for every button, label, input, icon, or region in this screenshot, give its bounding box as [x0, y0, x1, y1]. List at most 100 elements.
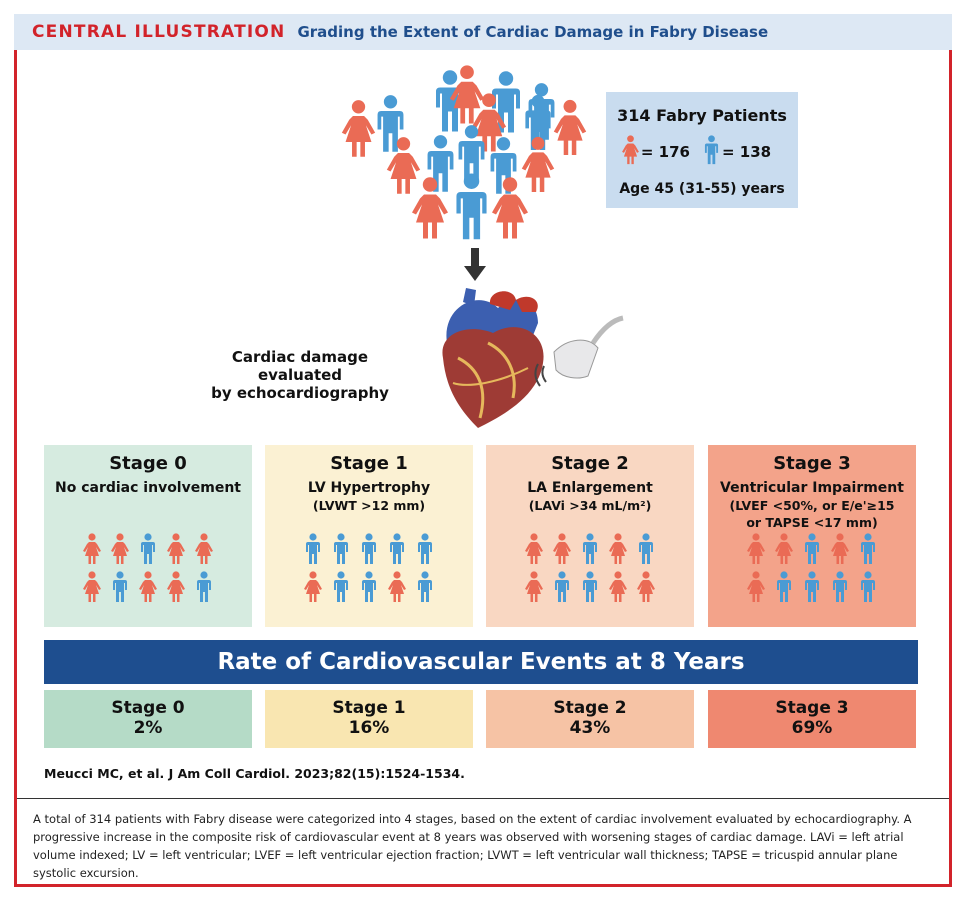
- down-arrow-icon: [464, 248, 486, 281]
- icon-row: [82, 571, 214, 603]
- female-icon: [525, 571, 543, 602]
- rate-box-stage-3: Stage 3 69%: [708, 690, 916, 748]
- female-icon: [609, 533, 627, 564]
- male-icon: [583, 533, 597, 564]
- figure-header: CENTRAL ILLUSTRATION Grading the Extent …: [14, 14, 952, 50]
- sex-breakdown: = 176 = 138: [606, 135, 798, 169]
- female-count: = 176: [640, 143, 690, 161]
- male-icon: [334, 533, 348, 564]
- citation: Meucci MC, et al. J Am Coll Cardiol. 202…: [44, 766, 465, 781]
- echo-label: Cardiac damage evaluated by echocardiogr…: [190, 348, 410, 402]
- female-icon: [637, 571, 655, 602]
- rate-box-stage-1: Stage 1 16%: [265, 690, 473, 748]
- male-icon: [555, 571, 569, 602]
- male-icon: [197, 571, 211, 602]
- rate-box-stage-0: Stage 0 2%: [44, 690, 252, 748]
- patient-crowd-illustration: [340, 64, 600, 254]
- male-icon: [639, 533, 653, 564]
- female-icon: [167, 533, 185, 564]
- stage-icon-grid: [708, 533, 916, 603]
- female-icon: [304, 571, 322, 602]
- female-icon: [521, 136, 555, 192]
- female-icon: [167, 571, 185, 602]
- male-icon: [861, 533, 875, 564]
- male-icon: [113, 571, 127, 602]
- age-summary: Age 45 (31-55) years: [619, 181, 785, 197]
- rate-value: 16%: [348, 718, 390, 738]
- female-icon: [525, 533, 543, 564]
- female-icon: [386, 137, 421, 194]
- female-icon: [111, 533, 129, 564]
- male-icon: [390, 533, 404, 564]
- icon-row: [82, 533, 214, 565]
- male-icon: [418, 571, 432, 602]
- male-icon: [525, 94, 551, 150]
- echo-label-line2: by echocardiography: [211, 384, 389, 402]
- male-icon: [362, 571, 376, 602]
- rate-stage-label: Stage 3: [775, 698, 849, 718]
- central-illustration-tag: CENTRAL ILLUSTRATION: [32, 22, 286, 42]
- stage-icon-grid: [44, 533, 252, 603]
- male-icon: [377, 95, 404, 152]
- female-icon: [831, 533, 849, 564]
- female-icon: [553, 99, 587, 155]
- stage-icon-grid: [486, 533, 694, 603]
- stage-2-box: Stage 2 LA Enlargement (LAVi >34 mL/m²): [486, 445, 694, 627]
- male-icon: [805, 533, 819, 564]
- patient-stats-box: 314 Fabry Patients = 176 = 138 Age 45 (3…: [606, 92, 798, 208]
- female-icon: [609, 571, 627, 602]
- male-icon: [777, 571, 791, 602]
- stage-1-box: Stage 1 LV Hypertrophy (LVWT >12 mm): [265, 445, 473, 627]
- female-icon: [747, 571, 765, 602]
- figure-title: Grading the Extent of Cardiac Damage in …: [297, 23, 769, 41]
- female-icon: [747, 533, 765, 564]
- female-icon: [449, 65, 485, 124]
- stage-3-box: Stage 3 Ventricular Impairment (LVEF <50…: [708, 445, 916, 627]
- female-icon: [83, 533, 101, 564]
- male-icon: [418, 533, 432, 564]
- heart-ultrasound-icon: [442, 288, 624, 428]
- male-icon: [861, 571, 875, 602]
- icon-row: [524, 571, 656, 603]
- stage-subtitle: Ventricular Impairment: [720, 480, 904, 496]
- female-icon: [621, 135, 640, 169]
- rate-box-stage-2: Stage 2 43%: [486, 690, 694, 748]
- female-icon: [553, 533, 571, 564]
- events-banner: Rate of Cardiovascular Events at 8 Years: [44, 640, 918, 684]
- female-icon: [471, 93, 507, 152]
- icon-row: [303, 571, 435, 603]
- female-icon: [83, 571, 101, 602]
- stage-subtitle: LA Enlargement: [527, 480, 653, 496]
- icon-row: [524, 533, 656, 565]
- stage-criteria: (LVWT >12 mm): [312, 498, 426, 513]
- stage-icon-grid: [265, 533, 473, 603]
- male-icon: [805, 571, 819, 602]
- stage-criteria: (LAVi >34 mL/m²): [528, 498, 652, 513]
- male-icon: [458, 125, 485, 182]
- male-icon: [456, 173, 487, 240]
- icon-row: [746, 571, 878, 603]
- icon-row: [746, 533, 878, 565]
- stage-criteria: (LVEF <50%, or E/e'≥15: [729, 498, 895, 513]
- rate-stage-label: Stage 1: [332, 698, 406, 718]
- rate-stage-label: Stage 2: [553, 698, 627, 718]
- echo-label-line1: Cardiac damage evaluated: [231, 348, 369, 384]
- stage-title: Stage 2: [551, 453, 629, 474]
- rate-value: 43%: [569, 718, 611, 738]
- female-icon: [195, 533, 213, 564]
- female-icon: [775, 533, 793, 564]
- male-icon: [141, 533, 155, 564]
- stage-0-box: Stage 0 No cardiac involvement: [44, 445, 252, 627]
- male-icon: [334, 571, 348, 602]
- stage-subtitle: LV Hypertrophy: [307, 480, 431, 496]
- male-icon: [362, 533, 376, 564]
- rate-value: 2%: [133, 718, 163, 738]
- stage-title: Stage 3: [773, 453, 851, 474]
- male-icon: [583, 571, 597, 602]
- divider: [17, 798, 949, 799]
- female-icon: [388, 571, 406, 602]
- stage-title: Stage 0: [109, 453, 187, 474]
- female-icon: [412, 177, 448, 239]
- icon-row: [303, 533, 435, 565]
- female-icon: [341, 100, 376, 157]
